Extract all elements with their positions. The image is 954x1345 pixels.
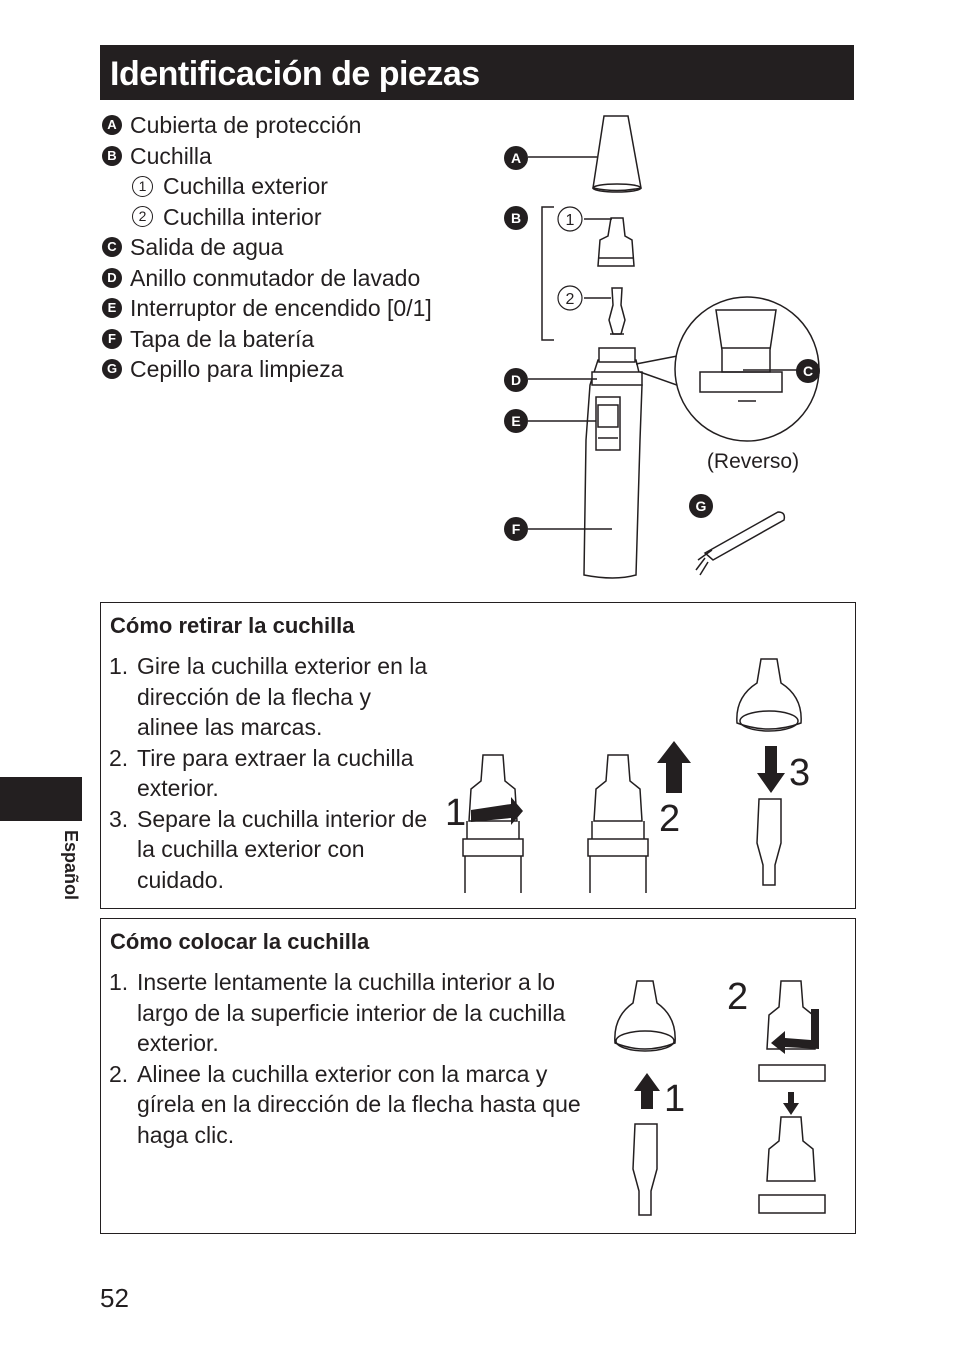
part-label: Tapa de la batería [130, 325, 315, 352]
step-number-2: 2 [659, 798, 680, 840]
label-c [796, 359, 820, 383]
label-b-text: B [511, 210, 521, 226]
badge-d: D [102, 267, 122, 288]
badge-e: E [102, 298, 122, 319]
part-e: E Interruptor de encendido [0/1] [102, 293, 432, 324]
label-c-text: C [803, 363, 813, 379]
page-title: Identificación de piezas [110, 55, 480, 93]
part-label: Cepillo para limpieza [130, 356, 344, 382]
part-a: A Cubierta de protección [102, 110, 432, 141]
attach-heading: Cómo colocar la cuchilla [110, 929, 370, 954]
remove-step: 1.Gire la cuchilla exterior en la direcc… [109, 653, 428, 740]
label-a [504, 146, 528, 170]
protective-cover-shape [592, 115, 642, 192]
badge-g: G [102, 359, 122, 380]
title-bar: Identificación de piezas [100, 45, 854, 100]
part-label: Cuchilla exterior [163, 173, 328, 199]
badge-b: B [102, 145, 122, 166]
part-g: G Cepillo para limpieza [102, 354, 432, 385]
remove-steps: 1.Gire la cuchilla exterior en la direcc… [109, 651, 429, 895]
part-label: Interruptor de encendido [0/1] [130, 295, 432, 321]
label-d-text: D [511, 372, 521, 388]
circled-number: 1 [132, 175, 153, 197]
trimmer-body-shape [583, 359, 643, 579]
circled-number: 2 [132, 206, 153, 228]
badge-a: A [102, 115, 122, 136]
badge-f: F [102, 328, 122, 349]
part-b-2: 2 Cuchilla interior [102, 202, 432, 233]
part-label: Salida de agua [130, 234, 284, 260]
part-c: C Salida de agua [102, 232, 432, 263]
part-label: Cuchilla interior [163, 203, 322, 230]
brush-shape [703, 511, 786, 561]
page-number: 52 [100, 1283, 129, 1313]
label-e-text: E [511, 413, 520, 429]
part-b: B Cuchilla [102, 141, 432, 172]
parts-illustration: A B C D E F G 1 2 (Reverso) [504, 115, 820, 579]
badge-c: C [102, 237, 122, 258]
label-f-text: F [512, 521, 521, 537]
down-arrow-icon [757, 746, 785, 793]
rotate-arrow-icon [471, 797, 523, 825]
attach-illustration: 1 2 [614, 976, 826, 1216]
label-g [689, 494, 713, 518]
down-arrow-icon [783, 1092, 799, 1115]
label-f [504, 517, 528, 541]
step-number-1: 1 [664, 1078, 685, 1120]
part-b-1: 1 Cuchilla exterior [102, 171, 432, 202]
language-tab [0, 777, 82, 821]
remove-step: 2.Tire para extraer la cuchilla exterior… [109, 744, 414, 802]
attach-steps: 1.Inserte lentamente la cuchilla interio… [109, 967, 589, 1150]
part-label: Cuchilla [130, 142, 212, 169]
label-d [504, 368, 528, 392]
label-a-text: A [511, 150, 521, 166]
part-label: Anillo conmutador de lavado [130, 264, 421, 291]
outer-blade-shape [597, 217, 635, 267]
attach-step: 1.Inserte lentamente la cuchilla interio… [109, 969, 566, 1056]
up-arrow-icon [634, 1073, 660, 1109]
remove-heading: Cómo retirar la cuchilla [110, 613, 355, 638]
sub-2-text: 2 [566, 291, 575, 308]
remove-step: 3.Separe la cuchilla interior de la cuch… [109, 805, 428, 893]
label-e [504, 409, 528, 433]
up-arrow-icon [657, 741, 691, 793]
label-g-text: G [696, 498, 707, 514]
sub-1-text: 1 [566, 212, 575, 229]
remove-illustration: 1 2 3 [445, 658, 810, 893]
part-f: F Tapa de la batería [102, 324, 432, 355]
language-label: Español [61, 830, 81, 901]
label-b [504, 206, 528, 230]
attach-blade-box: Cómo colocar la cuchilla 1.Inserte lenta… [100, 918, 856, 1234]
step-number-1: 1 [445, 792, 466, 834]
rotate-arrow-icon [771, 1009, 819, 1054]
step-number-3: 3 [789, 752, 810, 794]
part-d: D Anillo conmutador de lavado [102, 263, 432, 294]
reverso-label: (Reverso) [707, 450, 799, 473]
step-number-2: 2 [727, 976, 748, 1018]
inner-blade-shape [608, 287, 626, 335]
remove-blade-box: Cómo retirar la cuchilla 1.Gire la cuchi… [100, 602, 856, 909]
attach-step: 2.Alinee la cuchilla exterior con la mar… [109, 1060, 581, 1148]
part-label: Cubierta de protección [130, 112, 362, 138]
